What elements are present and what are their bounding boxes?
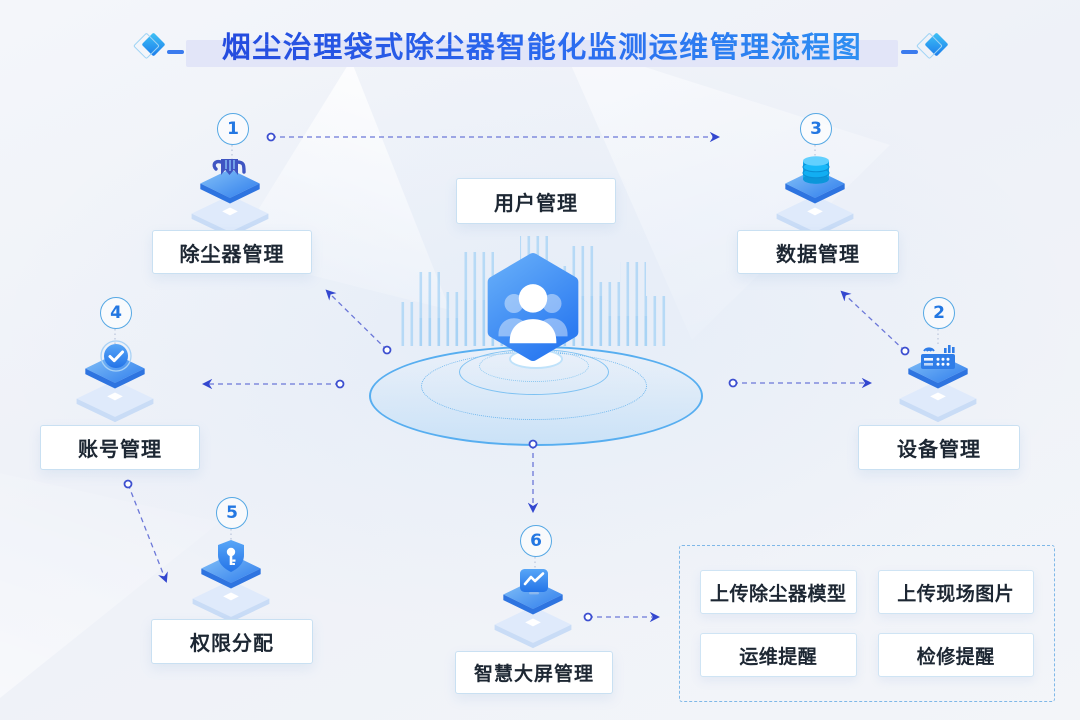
- screen-chart-icon: [520, 569, 548, 595]
- node-number-5: 5: [216, 497, 248, 529]
- platform: [191, 169, 269, 238]
- node-label-account-management: 账号管理: [40, 425, 200, 470]
- node-number-2: 2: [923, 297, 955, 329]
- platform: [76, 354, 154, 423]
- arrow-account-to-permission: [127, 483, 168, 583]
- users-hexagon-icon: [487, 253, 579, 361]
- node-label-data-management: 数据管理: [737, 230, 899, 274]
- database-icon: [802, 156, 830, 184]
- machine-icon: [921, 345, 955, 369]
- node-number-4: 4: [100, 297, 132, 329]
- panel-item-maintenance-reminder: 检修提醒: [877, 633, 1034, 677]
- title-highlight-bar: [186, 40, 898, 67]
- node-number-1: 1: [217, 113, 249, 145]
- filter-bag-icon: [212, 159, 246, 175]
- dash-decoration: [167, 50, 184, 54]
- panel-item-ops-reminder: 运维提醒: [700, 633, 857, 677]
- center-label-user-management: 用户管理: [456, 178, 616, 224]
- diamond-icon: [141, 32, 166, 57]
- title-banner: 烟尘治理袋式除尘器智能化监测运维管理流程图: [0, 0, 1080, 90]
- diamond-icon: [924, 32, 949, 57]
- node-label-device-management: 设备管理: [858, 425, 1020, 470]
- dash-decoration: [901, 50, 918, 54]
- output-panel: 上传除尘器模型 上传现场图片 运维提醒 检修提醒: [679, 545, 1055, 702]
- node-number-3: 3: [800, 113, 832, 145]
- node-label-permission-allocation: 权限分配: [151, 619, 313, 664]
- panel-item-upload-model: 上传除尘器模型: [700, 570, 857, 614]
- badge-check-icon: [100, 340, 132, 372]
- page-title: 烟尘治理袋式除尘器智能化监测运维管理流程图: [190, 24, 894, 66]
- node-number-6: 6: [520, 525, 552, 557]
- node-label-dust-collector-management: 除尘器管理: [152, 230, 312, 274]
- shield-key-icon: [218, 540, 244, 572]
- panel-item-upload-site-photos: 上传现场图片: [877, 570, 1034, 614]
- node-label-smart-screen-management: 智慧大屏管理: [455, 651, 613, 694]
- arrow-center-to-dustcollector: [325, 289, 388, 351]
- arrow-device-to-data: [840, 290, 906, 352]
